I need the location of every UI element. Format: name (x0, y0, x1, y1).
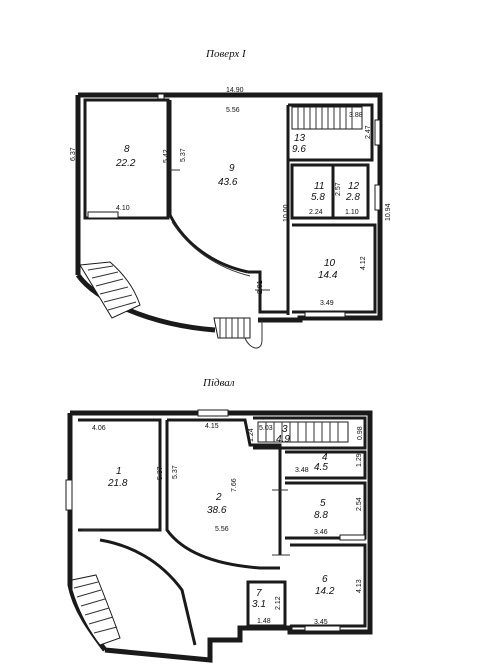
room-10-number: 10 (324, 258, 336, 269)
room-3-number: 3 (282, 424, 288, 435)
room-7-number: 7 (256, 588, 262, 599)
room-10-area: 14.4 (318, 270, 338, 281)
room-11-area: 5.8 (311, 192, 325, 203)
room-1-number: 1 (116, 466, 122, 477)
room-2-area: 38.6 (207, 505, 227, 516)
basement-dimensions: 4.06 4.15 1.24 5.03 0.98 5.37 5.37 7.66 … (92, 423, 364, 626)
room-6-area: 14.2 (315, 586, 335, 597)
svg-text:2.91: 2.91 (257, 280, 264, 294)
svg-text:3.45: 3.45 (314, 619, 328, 626)
svg-text:5.37: 5.37 (172, 465, 179, 479)
floor1-room-labels: 8 22.2 9 43.6 13 9.6 11 5.8 12 2.8 10 14… (115, 133, 360, 281)
basement-plan (65, 409, 373, 663)
svg-text:2.24: 2.24 (309, 209, 323, 216)
svg-text:1.29: 1.29 (356, 453, 363, 467)
svg-text:10.00: 10.00 (283, 204, 290, 222)
svg-text:5.56: 5.56 (226, 107, 240, 114)
room-7-area: 3.1 (252, 599, 266, 610)
svg-text:4.06: 4.06 (92, 425, 106, 432)
svg-text:14.90: 14.90 (226, 87, 244, 94)
svg-text:5.42: 5.42 (163, 149, 170, 163)
svg-text:5.37: 5.37 (157, 466, 164, 480)
room-1-area: 21.8 (107, 478, 128, 489)
basement-stair-left (71, 574, 121, 646)
room-3-area: 4.9 (276, 434, 290, 445)
svg-text:10.94: 10.94 (385, 203, 392, 221)
floor1-stairs-top (291, 106, 363, 130)
room-9-number: 9 (229, 163, 235, 174)
room-13-number: 13 (294, 133, 306, 144)
basement-room-labels: 1 21.8 2 38.6 3 4.9 4 4.5 5 8.8 6 14.2 7… (107, 424, 335, 610)
room-11-number: 11 (314, 181, 324, 192)
room-13-area: 9.6 (292, 144, 306, 155)
svg-text:5.37: 5.37 (180, 148, 187, 162)
svg-text:7.66: 7.66 (231, 478, 238, 492)
svg-text:5.03: 5.03 (259, 425, 273, 432)
room-5-number: 5 (320, 498, 326, 509)
room-6-number: 6 (322, 574, 328, 585)
room-9-area: 43.6 (218, 177, 238, 188)
room-12-area: 2.8 (345, 192, 360, 203)
floor1-stair-left (79, 261, 141, 319)
svg-text:4.10: 4.10 (116, 205, 130, 212)
room-4-area: 4.5 (314, 462, 328, 473)
floor1-dimensions: 14.90 5.56 6.37 5.42 5.37 3.88 2.47 2.57… (70, 87, 392, 307)
room-8-number: 8 (124, 144, 130, 155)
svg-text:4.13: 4.13 (356, 579, 363, 593)
svg-text:3.46: 3.46 (314, 529, 328, 536)
svg-text:2.57: 2.57 (335, 182, 342, 196)
room-4-number: 4 (322, 452, 328, 463)
svg-text:4.15: 4.15 (205, 423, 219, 430)
svg-text:0.98: 0.98 (357, 426, 364, 440)
room-12-number: 12 (348, 181, 360, 192)
svg-text:1.48: 1.48 (257, 618, 271, 625)
basement-stairs-top (257, 421, 349, 443)
svg-text:2.12: 2.12 (275, 596, 282, 610)
basement-title: Підвал (202, 377, 235, 389)
svg-text:2.47: 2.47 (365, 125, 372, 139)
svg-text:5.56: 5.56 (215, 526, 229, 533)
floor1-title: Поверх I (205, 48, 247, 60)
svg-text:3.48: 3.48 (295, 467, 309, 474)
svg-text:2.54: 2.54 (356, 497, 363, 511)
room-8-area: 22.2 (115, 158, 136, 169)
svg-text:6.37: 6.37 (70, 147, 77, 161)
svg-text:1.24: 1.24 (248, 428, 255, 442)
svg-text:4.12: 4.12 (360, 256, 367, 270)
svg-text:3.88: 3.88 (349, 112, 363, 119)
room-5-area: 8.8 (314, 510, 328, 521)
floor1-plan (75, 92, 383, 349)
floor1-stair-bottom (213, 317, 263, 349)
room-2-number: 2 (215, 492, 222, 503)
svg-text:3.49: 3.49 (320, 300, 334, 307)
svg-text:1.10: 1.10 (345, 209, 359, 216)
